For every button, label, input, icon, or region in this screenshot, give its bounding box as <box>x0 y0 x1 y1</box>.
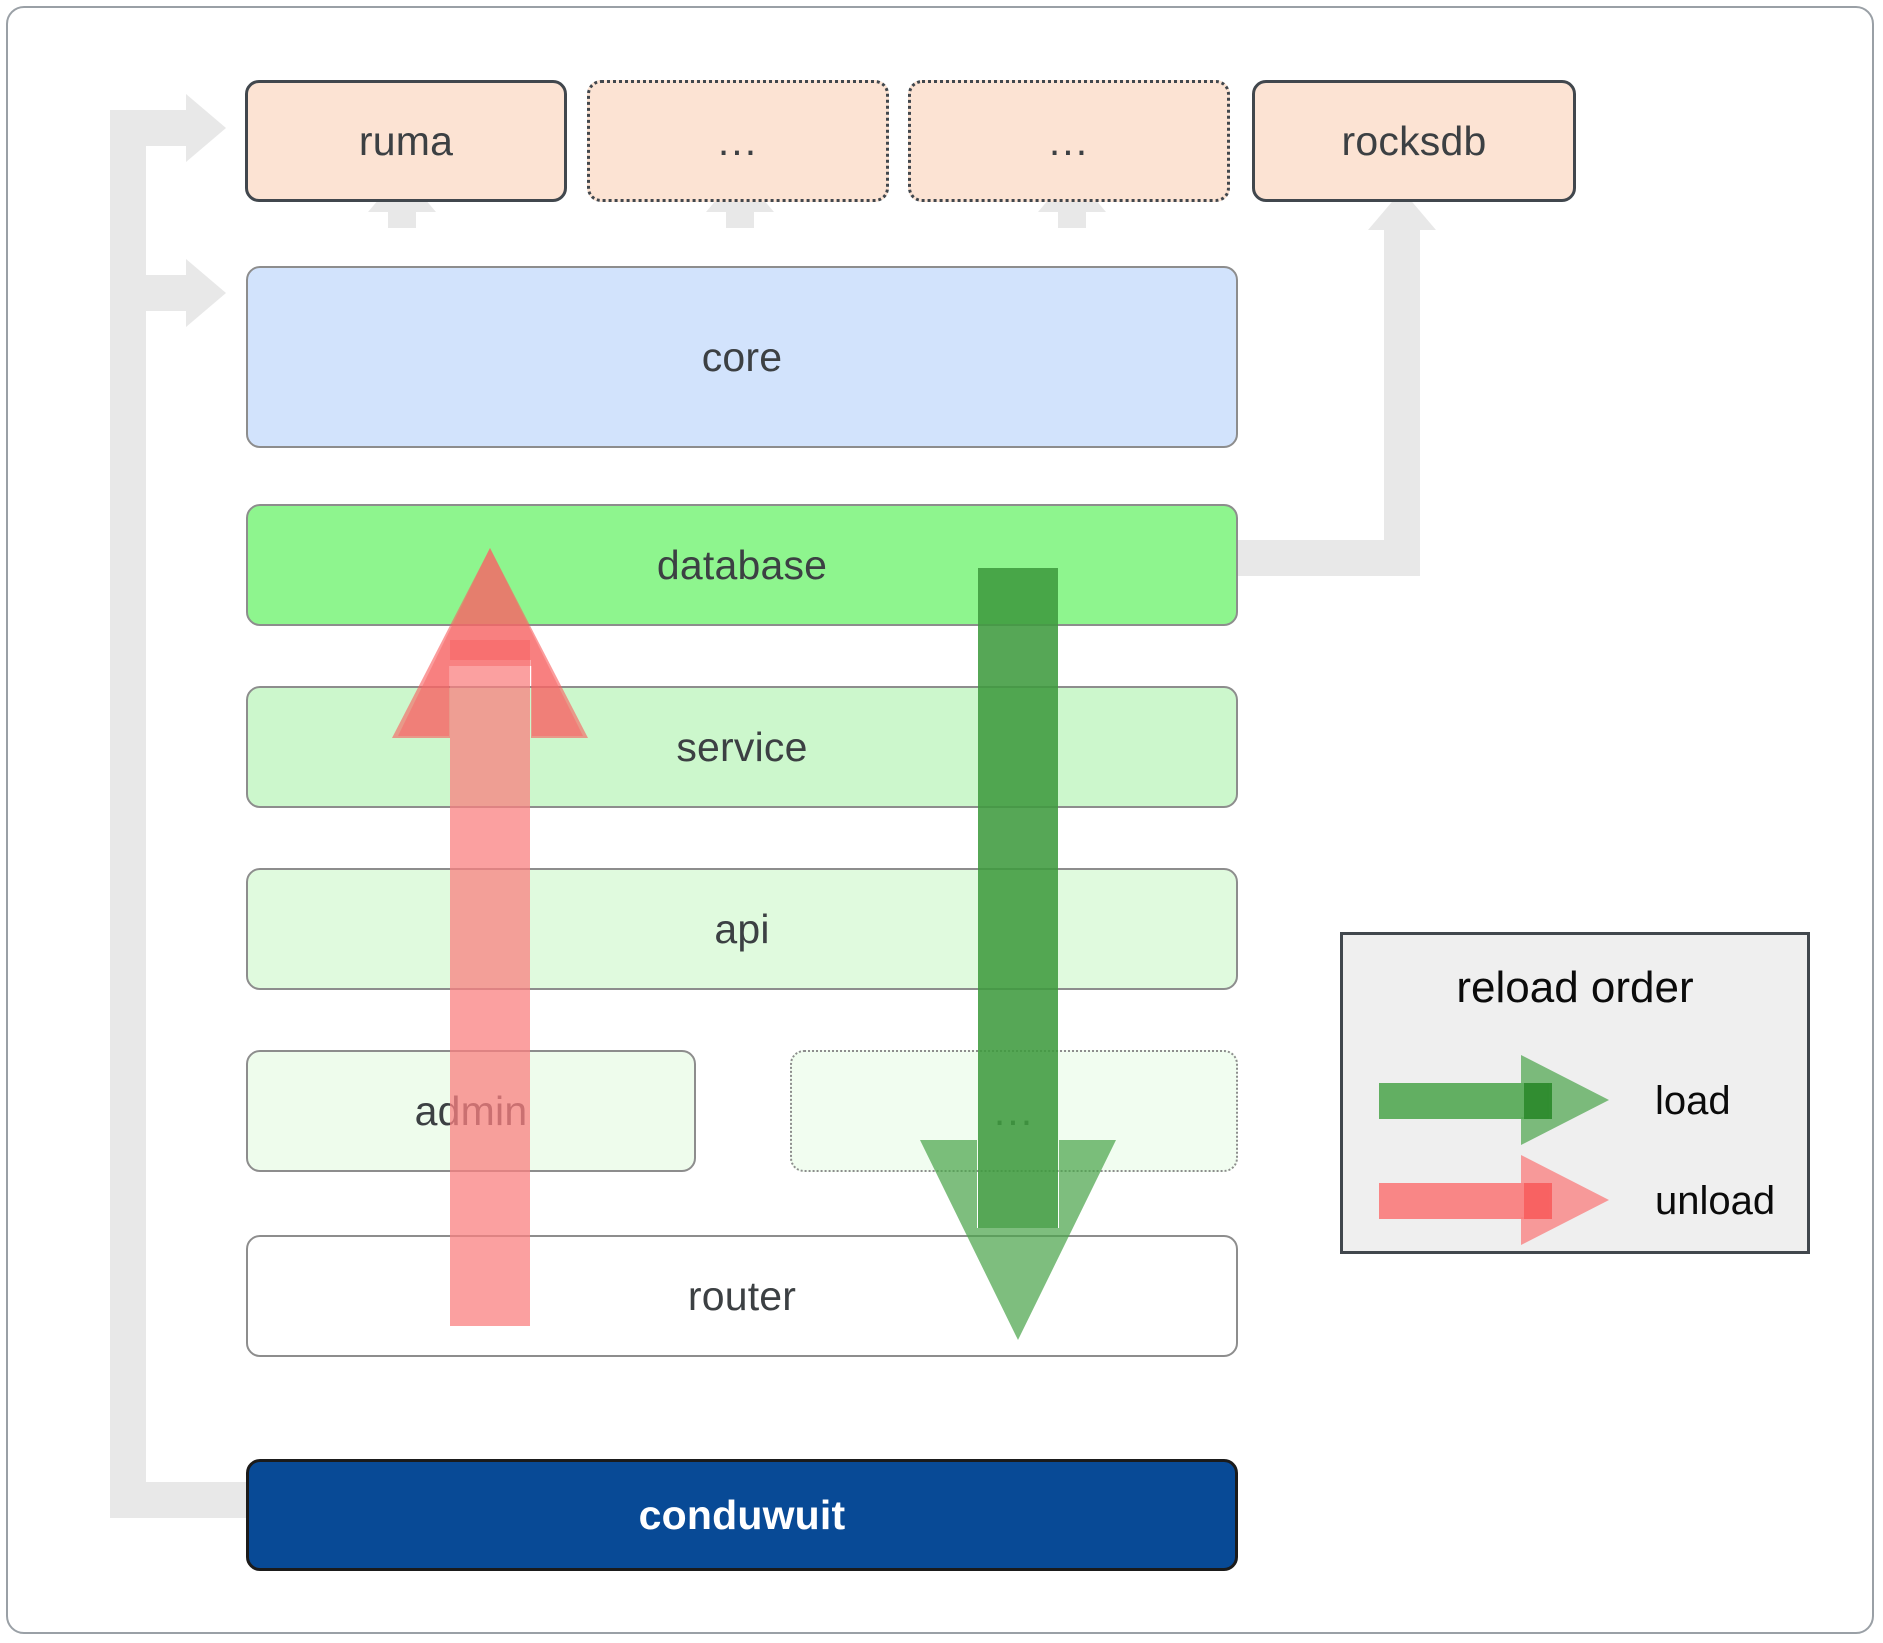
legend-label-unload: unload <box>1655 1179 1776 1223</box>
layer-label-router: router <box>687 1272 797 1319</box>
layer-node-core[interactable]: core <box>246 266 1238 448</box>
connector-to-core-line <box>110 275 188 311</box>
dependency-label-ruma: ruma <box>358 117 454 164</box>
layer-label-core: core <box>701 333 783 380</box>
layer-label-database: database <box>656 541 828 588</box>
dependency-label-dots-2: ... <box>1048 117 1090 164</box>
layer-node-dots[interactable]: ... <box>790 1050 1238 1172</box>
layer-node-database[interactable]: database <box>246 504 1238 626</box>
legend-load-arrow-icon <box>1379 1055 1609 1145</box>
connector-to-ruma-arrowhead <box>186 94 226 162</box>
legend-label-load: load <box>1655 1079 1731 1123</box>
binary-label-conduwuit: conduwuit <box>638 1491 846 1538</box>
dependency-label-rocksdb: rocksdb <box>1341 117 1487 164</box>
dependency-node-rocksdb[interactable]: rocksdb <box>1252 80 1576 202</box>
connector-spine-to-conduwuit <box>110 1482 250 1518</box>
dependency-node-dots-1[interactable]: ... <box>587 80 889 202</box>
layer-node-api[interactable]: api <box>246 868 1238 990</box>
diagram-frame <box>6 6 1874 1634</box>
layer-node-admin[interactable]: admin <box>246 1050 696 1172</box>
layer-node-router[interactable]: router <box>246 1235 1238 1357</box>
layer-label-service: service <box>676 723 808 770</box>
legend-box: reload order load unload <box>1340 932 1810 1254</box>
layer-label-api: api <box>714 905 770 952</box>
dependency-node-dots-2[interactable]: ... <box>908 80 1230 202</box>
dependency-node-ruma[interactable]: ruma <box>245 80 567 202</box>
connector-spine-vertical <box>110 128 146 1518</box>
legend-unload-arrow-icon <box>1379 1155 1609 1245</box>
dependency-label-dots-1: ... <box>717 117 759 164</box>
layer-node-service[interactable]: service <box>246 686 1238 808</box>
connector-to-ruma-line <box>110 110 188 146</box>
layer-label-admin: admin <box>414 1087 528 1134</box>
legend-title: reload order <box>1456 963 1694 1012</box>
layer-label-dots: ... <box>993 1087 1035 1134</box>
binary-node-conduwuit[interactable]: conduwuit <box>246 1459 1238 1571</box>
connector-database-to-rocksdb-vertical <box>1384 228 1420 558</box>
connector-to-core-arrowhead <box>186 259 226 327</box>
